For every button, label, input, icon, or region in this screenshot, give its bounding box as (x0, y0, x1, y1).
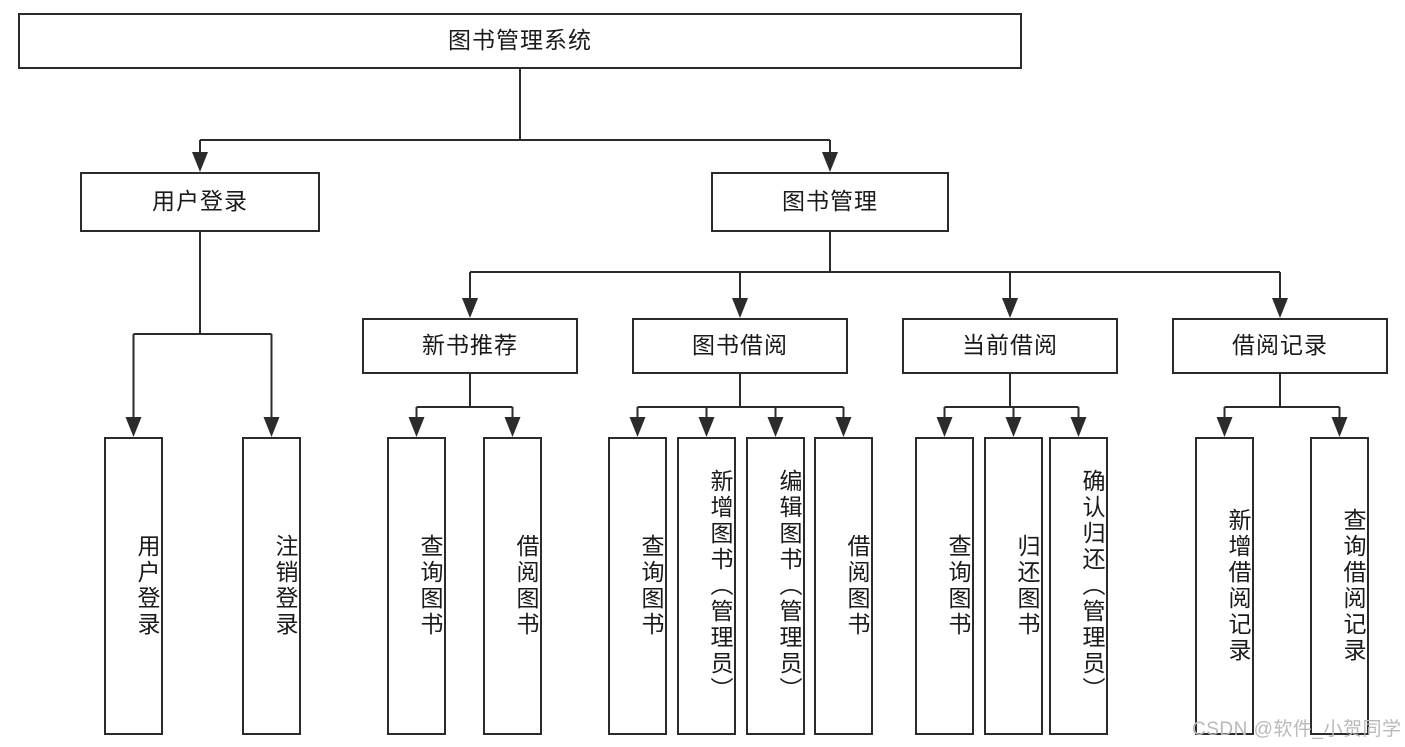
arrow-head-icon (125, 417, 142, 437)
node-label: 用户登录 (134, 534, 160, 638)
leaf-user-logout[interactable]: 注销登录 (242, 437, 301, 735)
node-label: 新增借阅记录 (1225, 508, 1251, 664)
node-label: 编辑图书（管理员） (776, 469, 802, 703)
leaf-user-login[interactable]: 用户登录 (104, 437, 163, 735)
node-label: 图书借阅 (692, 332, 788, 359)
node-label: 当前借阅 (962, 332, 1058, 359)
node-user-login[interactable]: 用户登录 (80, 172, 320, 232)
node-current-borrow[interactable]: 当前借阅 (902, 318, 1118, 374)
node-label: 图书管理 (782, 188, 878, 215)
arrow-head-icon (822, 152, 838, 172)
node-label: 图书管理系统 (448, 27, 592, 54)
leaf-current-query-book[interactable]: 查询图书 (915, 437, 974, 735)
leaf-record-query-borrow-record[interactable]: 查询借阅记录 (1310, 437, 1369, 735)
arrow-head-icon (629, 417, 646, 437)
node-borrow-record[interactable]: 借阅记录 (1172, 318, 1388, 374)
arrow-head-icon (1005, 417, 1022, 437)
arrow-head-icon (936, 417, 953, 437)
node-label: 用户登录 (152, 188, 248, 215)
arrow-head-icon (192, 152, 208, 172)
node-label: 查询借阅记录 (1340, 508, 1366, 664)
node-label: 归还图书 (1014, 534, 1040, 638)
node-new-book-recommendation[interactable]: 新书推荐 (362, 318, 578, 374)
arrow-head-icon (462, 298, 478, 318)
arrow-head-icon (835, 417, 852, 437)
node-label: 查询图书 (638, 534, 664, 638)
arrow-head-icon (698, 417, 715, 437)
arrow-head-icon (732, 298, 748, 318)
node-label: 确认归还（管理员） (1079, 469, 1105, 703)
node-label: 新书推荐 (422, 332, 518, 359)
leaf-new-book-query-book[interactable]: 查询图书 (387, 437, 446, 735)
leaf-borrow-query-book[interactable]: 查询图书 (608, 437, 667, 735)
arrow-head-icon (1331, 417, 1348, 437)
node-root-book-management-system[interactable]: 图书管理系统 (18, 13, 1022, 69)
csdn-watermark: CSDN @软件_小贺同学 (1192, 719, 1402, 740)
node-label: 查询图书 (417, 534, 443, 638)
leaf-current-return-book[interactable]: 归还图书 (984, 437, 1043, 735)
node-label: 注销登录 (272, 534, 298, 638)
node-label: 借阅记录 (1232, 332, 1328, 359)
arrow-head-icon (1272, 298, 1288, 318)
leaf-record-add-borrow-record[interactable]: 新增借阅记录 (1195, 437, 1254, 735)
arrow-head-icon (1002, 298, 1018, 318)
arrow-head-icon (1216, 417, 1233, 437)
node-label: 借阅图书 (513, 534, 539, 638)
leaf-borrow-add-book-admin[interactable]: 新增图书（管理员） (677, 437, 736, 735)
arrow-head-icon (408, 417, 425, 437)
arrow-head-icon (1070, 417, 1087, 437)
leaf-borrow-borrow-book[interactable]: 借阅图书 (814, 437, 873, 735)
arrow-head-icon (504, 417, 521, 437)
node-book-borrow[interactable]: 图书借阅 (632, 318, 848, 374)
node-label: 查询图书 (945, 534, 971, 638)
node-label: 借阅图书 (844, 534, 870, 638)
arrow-head-icon (263, 417, 280, 437)
node-label: 新增图书（管理员） (707, 469, 733, 703)
arrow-head-icon (767, 417, 784, 437)
leaf-new-book-borrow-book[interactable]: 借阅图书 (483, 437, 542, 735)
leaf-borrow-edit-book-admin[interactable]: 编辑图书（管理员） (746, 437, 805, 735)
leaf-current-confirm-return-admin[interactable]: 确认归还（管理员） (1049, 437, 1108, 735)
node-book-management[interactable]: 图书管理 (711, 172, 949, 232)
